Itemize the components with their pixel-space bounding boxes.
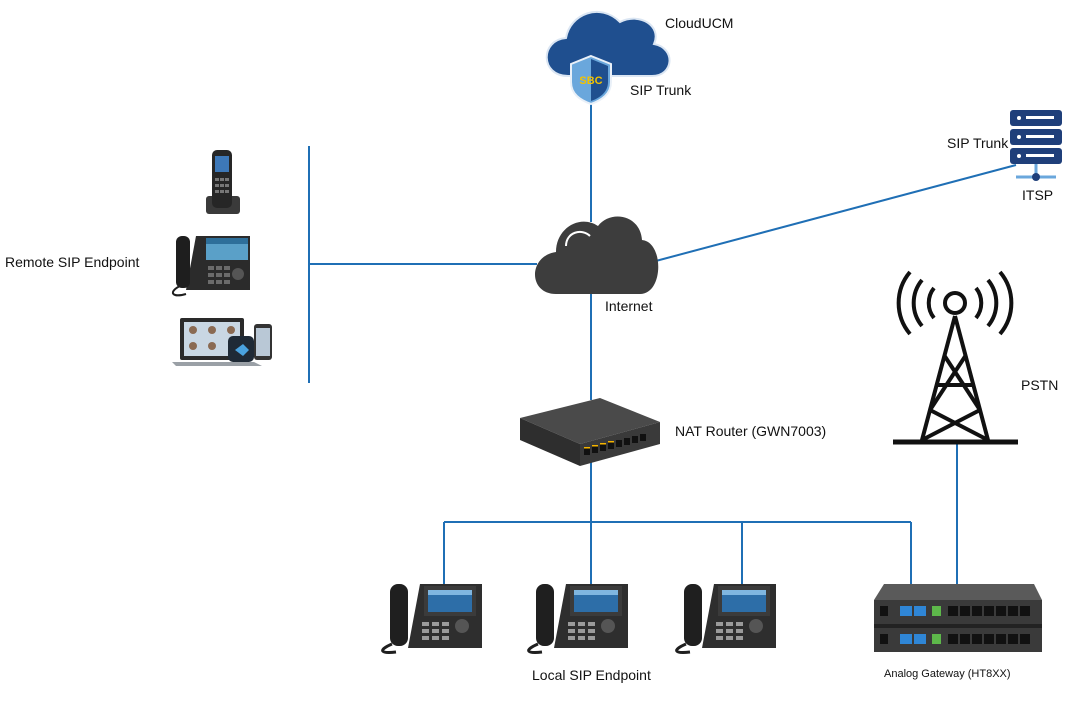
label-pstn: PSTN (1021, 377, 1059, 393)
link-internet-itsp (651, 164, 1017, 263)
label-sip-trunk-top: SIP Trunk (630, 82, 692, 98)
dect-phone-icon (206, 150, 240, 214)
network-switch-icon (520, 398, 660, 466)
server-icon (1010, 110, 1062, 181)
label-remote-sip-endpoint: Remote SIP Endpoint (5, 254, 140, 270)
sbc-badge: SBC (579, 75, 602, 87)
internet-cloud-icon (535, 216, 659, 294)
desk-phone-icon (171, 236, 250, 297)
label-internet: Internet (605, 298, 653, 314)
label-itsp: ITSP (1022, 187, 1054, 203)
laptop-video-icon (172, 318, 272, 366)
label-sip-trunk-itsp: SIP Trunk (947, 135, 1009, 151)
shield-icon: SBC (570, 54, 612, 106)
remote-endpoints (171, 150, 272, 366)
ip-phone-icon-3 (675, 584, 776, 654)
radio-tower-icon (893, 270, 1018, 445)
ip-phone-icon-2 (527, 584, 628, 654)
cloud-icon (545, 11, 671, 77)
ip-phone-icon-1 (381, 584, 482, 654)
label-cloud-ucm: CloudUCM (665, 15, 734, 31)
analog-gateway-icon (874, 584, 1042, 652)
label-analog-gateway: Analog Gateway (HT8XX) (884, 668, 1011, 680)
label-local-sip-endpoint: Local SIP Endpoint (532, 667, 651, 683)
label-nat-router: NAT Router (GWN7003) (675, 423, 827, 439)
connection-lines (308, 100, 1017, 590)
